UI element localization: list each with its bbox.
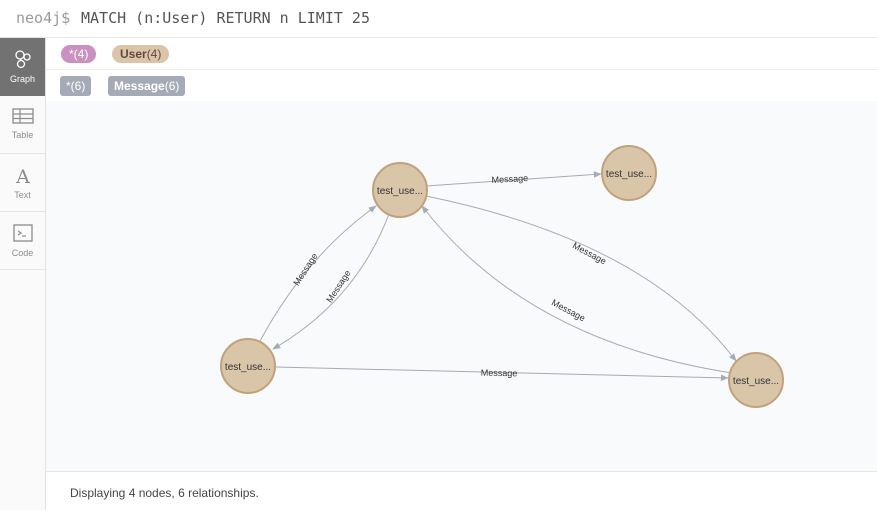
relationship-edge[interactable] [259,205,377,342]
pill-count: (4) [146,47,162,61]
node-label: test_use... [733,376,779,387]
code-icon [12,224,33,242]
node-label: test_use... [377,186,423,197]
pill-name: User [120,47,147,61]
sidebar-item-code[interactable]: Code [0,212,45,270]
node-label: test_use... [606,169,652,180]
graph-node[interactable]: test_use... [220,338,276,394]
relationship-edge[interactable] [421,205,733,374]
graph-node[interactable]: test_use... [728,352,784,408]
relationship-edge[interactable] [425,195,737,362]
pill-count: (4) [73,47,89,61]
graph-node[interactable]: test_use... [601,145,657,201]
edge-label: Message [550,297,587,323]
table-icon [11,108,34,124]
graph-canvas[interactable]: Message Message Message Message Message … [46,101,877,471]
node-circle[interactable] [372,162,428,218]
all-nodes-pill[interactable]: *(4) [61,45,97,63]
node-circle[interactable] [601,145,657,201]
node-label: test_use... [225,362,271,373]
sidebar-item-text[interactable]: A Text [0,154,45,212]
query-prompt: neo4j$ [16,9,71,27]
sidebar-item-graph[interactable]: Graph [0,38,45,96]
tag-count: (6) [70,79,86,93]
all-relationships-tag[interactable]: *(6) [60,76,92,96]
graph-node[interactable]: test_use... [372,162,428,218]
sidebar-item-label: Table [11,130,34,140]
svg-text:A: A [15,166,30,186]
status-text: Displaying 4 nodes, 6 relationships. [70,486,259,500]
user-label-pill[interactable]: User(4) [112,45,170,63]
pill-name: * [69,47,74,61]
node-circle[interactable] [728,352,784,408]
relationship-edge[interactable] [425,171,602,187]
query-editor[interactable]: neo4j$ MATCH (n:User) RETURN n LIMIT 25 [0,0,877,38]
edge-label: Message [324,268,352,304]
query-text[interactable]: MATCH (n:User) RETURN n LIMIT 25 [81,9,370,27]
relationship-types-bar: *(6) Message(6) [46,70,877,102]
sidebar-item-label: Graph [9,74,35,84]
tag-name: * [66,79,71,93]
edge-label: Message [481,368,518,379]
edge-label: Message [491,173,528,185]
tag-count: (6) [164,79,180,93]
view-sidebar: Graph Table A Text Code [0,38,46,510]
sidebar-item-label: Text [14,190,31,200]
tag-name: Message [114,79,165,93]
node-circle[interactable] [220,338,276,394]
edge-label: Message [291,251,319,287]
message-relationship-tag[interactable]: Message(6) [108,76,186,96]
node-labels-bar: *(4) User(4) [46,38,877,70]
sidebar-item-table[interactable]: Table [0,96,45,154]
edge-label: Message [571,240,608,266]
graph-icon [14,50,31,69]
sidebar-item-label: Code [11,248,34,258]
status-bar: Displaying 4 nodes, 6 relationships. [46,471,877,510]
graph-svg[interactable]: Message Message Message Message Message … [46,101,877,471]
relationship-edge[interactable] [275,366,729,382]
text-icon: A [15,166,30,186]
relationship-edge[interactable] [272,213,390,350]
